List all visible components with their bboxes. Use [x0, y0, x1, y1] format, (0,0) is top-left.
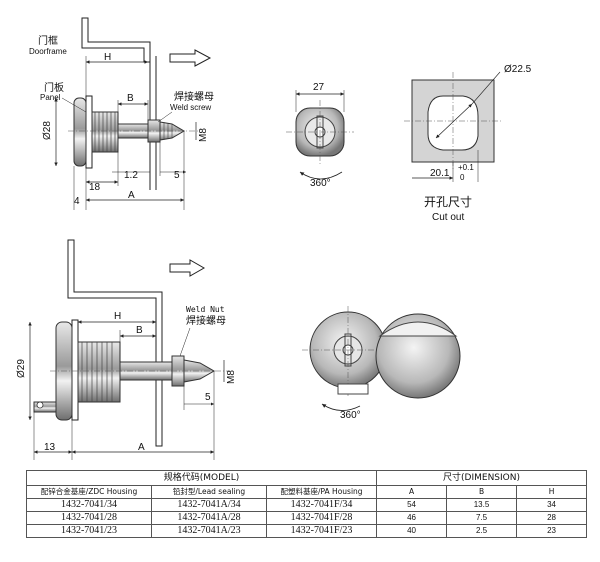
cutout-title-cn: 开孔尺寸	[424, 195, 472, 209]
label-panel-en: Panel	[40, 93, 61, 102]
dim-dia29: Ø29	[16, 359, 27, 378]
technical-drawing: H B Ø28 M8 1.2 5 18 4 A 门框 Doorframe 门板 …	[16, 17, 532, 460]
lock-flange	[73, 97, 87, 167]
dim-20-1: 20.1	[430, 168, 450, 179]
dim-m8-bottom: M8	[226, 370, 237, 384]
dim-5-top: 5	[174, 170, 180, 181]
dim-h-top: H	[104, 52, 111, 63]
dim-4: 4	[74, 196, 80, 207]
col-pa: 配塑料基座/PA Housing	[265, 485, 378, 499]
cell-zdc: 1432-7041/23	[26, 524, 152, 538]
table-row: 1432-7041/23 1432-7041A/23 1432-7041F/23…	[26, 524, 588, 538]
label-weld-nut-en: Weld Nut	[186, 305, 225, 314]
dim-13: 13	[44, 442, 56, 453]
cutout-view: Ø22.5 20.1 +0.1 0 开孔尺寸 Cut out	[404, 64, 532, 223]
dim-18: 18	[89, 182, 101, 193]
col-lead: 铅封型/Lead sealing	[151, 485, 267, 499]
cell-b: 7.5	[446, 511, 518, 525]
col-a: A	[376, 485, 448, 499]
panel	[85, 95, 93, 169]
cell-zdc: 1432-7041/34	[26, 498, 152, 512]
direction-arrow	[169, 49, 212, 67]
cell-lead: 1432-7041A/23	[151, 524, 267, 538]
top-front-view: 27 360°	[286, 82, 354, 189]
cell-pa: 1432-7041F/34	[265, 498, 378, 512]
lock-body-bottom	[77, 341, 121, 403]
cell-b: 2.5	[446, 524, 518, 538]
dim-h-bottom: H	[114, 311, 121, 322]
cell-h: 28	[516, 511, 588, 525]
cell-a: 54	[376, 498, 448, 512]
label-panel-cn: 门板	[44, 81, 64, 94]
label-weld-nut-cn: 焊接螺母	[186, 314, 226, 327]
cell-a: 40	[376, 524, 448, 538]
bottom-front-view: 360°	[302, 306, 461, 421]
col-zdc: 配锌合金基座/ZDC Housing	[26, 485, 152, 499]
rotation-bottom: 360°	[340, 410, 361, 421]
lock-shaft	[117, 123, 149, 139]
col-b: B	[446, 485, 518, 499]
dim-27: 27	[313, 82, 325, 93]
tol-plus: +0.1	[458, 163, 474, 172]
tol-zero: 0	[460, 173, 465, 182]
cell-pa: 1432-7041F/23	[265, 524, 378, 538]
label-weld-screw-en: Weld screw	[170, 103, 211, 112]
lock-body	[91, 111, 119, 153]
bottom-side-view: H B Ø29 M8 5 13 A Weld Nut 焊接螺母	[16, 239, 237, 460]
table-row: 1432-7041/34 1432-7041A/34 1432-7041F/34…	[26, 498, 588, 512]
cell-a: 46	[376, 511, 448, 525]
direction-arrow-bottom	[169, 259, 206, 277]
col-h: H	[516, 485, 588, 499]
table-row: 1432-7041/28 1432-7041A/28 1432-7041F/28…	[26, 511, 588, 525]
dim-b-top: B	[127, 93, 134, 104]
dim-dia22-5: Ø22.5	[504, 64, 532, 75]
doorframe-bottom	[67, 239, 163, 447]
cell-pa: 1432-7041F/28	[265, 511, 378, 525]
cell-lead: 1432-7041A/28	[151, 511, 267, 525]
dim-a-bottom: A	[138, 442, 145, 453]
label-weld-screw-cn: 焊接螺母	[174, 90, 214, 103]
label-doorframe-en: Doorframe	[29, 47, 67, 56]
cell-lead: 1432-7041A/34	[151, 498, 267, 512]
cell-h: 34	[516, 498, 588, 512]
cutout-title-en: Cut out	[432, 212, 464, 223]
cell-b: 13.5	[446, 498, 518, 512]
cell-h: 23	[516, 524, 588, 538]
dim-b-bottom: B	[136, 325, 143, 336]
cell-zdc: 1432-7041/28	[26, 511, 152, 525]
doorframe-outline	[81, 17, 151, 63]
dim-dia28: Ø28	[42, 121, 53, 140]
rotation-top: 360°	[310, 178, 331, 189]
top-side-view: H B Ø28 M8 1.2 5 18 4 A 门框 Doorframe 门板 …	[29, 17, 214, 210]
dim-a-top: A	[128, 190, 135, 201]
dim-5-bottom: 5	[205, 392, 211, 403]
spec-table: 规格代码(MODEL) 尺寸(DIMENSION) 配锌合金基座/ZDC Hou…	[25, 470, 588, 538]
label-doorframe-cn: 门框	[38, 34, 58, 47]
dimension-header: 尺寸(DIMENSION)	[376, 470, 588, 486]
dim-m8-top: M8	[198, 128, 209, 142]
dim-1-2: 1.2	[124, 170, 138, 181]
model-header: 规格代码(MODEL)	[25, 470, 378, 486]
